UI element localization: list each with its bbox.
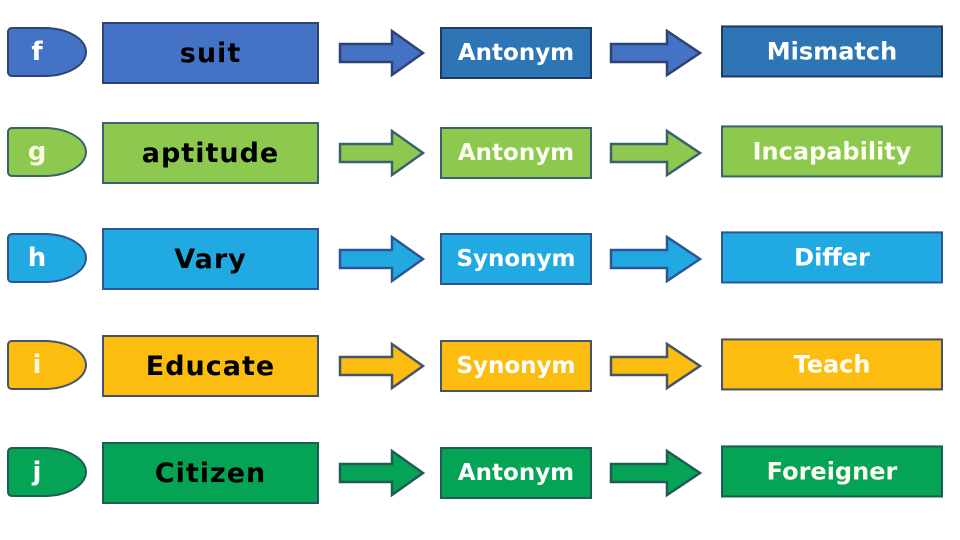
answer-label: Foreigner bbox=[766, 457, 898, 486]
row-letter: j bbox=[32, 457, 42, 487]
answer-label: Incapability bbox=[752, 137, 912, 166]
row-letter: g bbox=[27, 137, 47, 167]
relation-label: Synonym bbox=[456, 353, 576, 379]
right-arrow-icon bbox=[338, 341, 426, 391]
row-label-pill: g bbox=[7, 127, 87, 177]
word-label: aptitude bbox=[141, 137, 280, 169]
answer-label: Teach bbox=[793, 350, 871, 379]
relation-label: Antonym bbox=[457, 460, 575, 486]
row-label-pill: f bbox=[7, 27, 87, 77]
row-letter: f bbox=[31, 37, 43, 67]
right-arrow-icon bbox=[609, 341, 703, 391]
answer-label: Differ bbox=[794, 243, 870, 272]
word-box: Citizen bbox=[102, 442, 319, 504]
answer-box: Teach bbox=[721, 338, 943, 391]
relation-label: Antonym bbox=[457, 140, 575, 166]
matching-row-i: i Educate Synonym Teach bbox=[0, 335, 960, 397]
row-letter: h bbox=[27, 243, 47, 273]
answer-box: Foreigner bbox=[721, 445, 943, 498]
relation-box: Antonym bbox=[440, 127, 592, 179]
word-label: Vary bbox=[174, 243, 247, 275]
right-arrow-icon bbox=[609, 448, 703, 498]
right-arrow-icon bbox=[609, 28, 703, 78]
matching-row-f: f suit Antonym Mismatch bbox=[0, 22, 960, 84]
right-arrow-icon bbox=[338, 234, 426, 284]
matching-row-j: j Citizen Antonym Foreigner bbox=[0, 442, 960, 504]
relation-box: Synonym bbox=[440, 233, 592, 285]
relation-label: Antonym bbox=[457, 40, 575, 66]
relation-label: Synonym bbox=[456, 246, 576, 272]
word-box: Vary bbox=[102, 228, 319, 290]
right-arrow-icon bbox=[609, 128, 703, 178]
row-label-pill: h bbox=[7, 233, 87, 283]
relation-box: Antonym bbox=[440, 447, 592, 499]
row-label-pill: j bbox=[7, 447, 87, 497]
row-label-pill: i bbox=[7, 340, 87, 390]
word-box: aptitude bbox=[102, 122, 319, 184]
answer-label: Mismatch bbox=[766, 37, 898, 66]
word-box: suit bbox=[102, 22, 319, 84]
right-arrow-icon bbox=[338, 448, 426, 498]
answer-box: Mismatch bbox=[721, 25, 943, 78]
word-label: Educate bbox=[145, 350, 276, 382]
row-letter: i bbox=[32, 350, 42, 380]
word-box: Educate bbox=[102, 335, 319, 397]
relation-box: Synonym bbox=[440, 340, 592, 392]
matching-row-g: g aptitude Antonym Incapability bbox=[0, 122, 960, 184]
right-arrow-icon bbox=[609, 234, 703, 284]
answer-box: Differ bbox=[721, 231, 943, 284]
word-label: Citizen bbox=[154, 457, 267, 489]
right-arrow-icon bbox=[338, 28, 426, 78]
word-label: suit bbox=[179, 37, 242, 69]
right-arrow-icon bbox=[338, 128, 426, 178]
matching-row-h: h Vary Synonym Differ bbox=[0, 228, 960, 290]
answer-box: Incapability bbox=[721, 125, 943, 178]
relation-box: Antonym bbox=[440, 27, 592, 79]
